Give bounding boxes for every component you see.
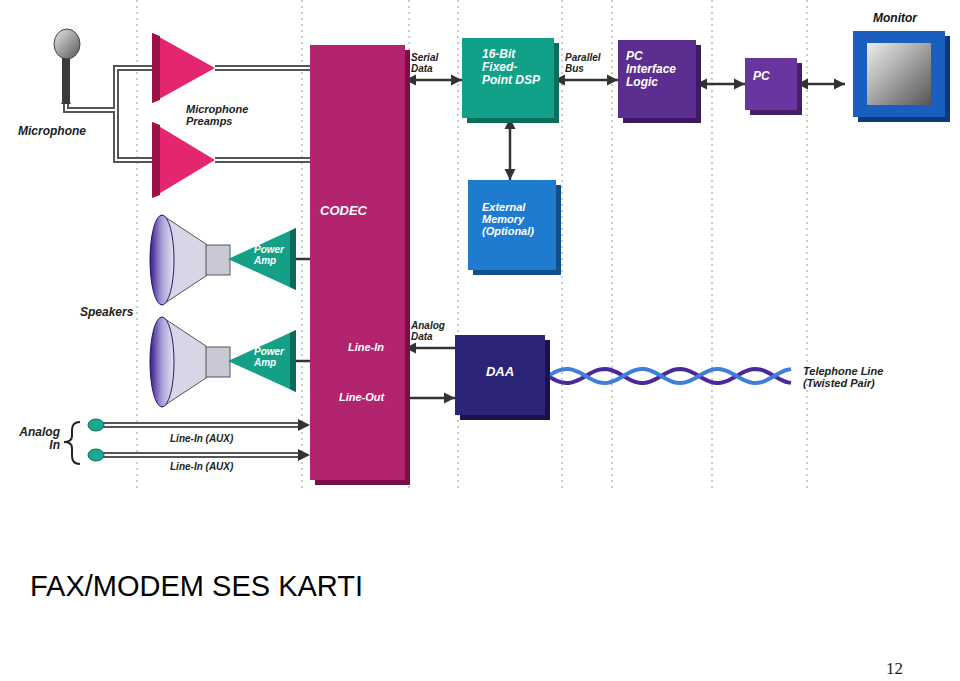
signal-label: Line-In (AUX)	[170, 433, 270, 444]
edge-label: Parallel Bus	[565, 52, 611, 74]
twisted-pair	[548, 369, 791, 383]
edge-label: Analog Data	[411, 320, 455, 342]
node-text: Power Amp	[254, 245, 294, 267]
connector-arrow	[696, 83, 745, 86]
monitor-block: Monitor	[845, 12, 945, 124]
node-text: CODEC	[320, 203, 367, 218]
node-text: Power Amp	[254, 347, 294, 369]
daa-block: DAA	[455, 335, 545, 415]
device-label: Speakers	[80, 306, 160, 319]
connector-arrow	[509, 118, 512, 180]
speaker-icon	[150, 215, 230, 407]
node-text: PC Interface Logic	[626, 50, 690, 89]
page-number: 12	[886, 660, 926, 679]
node-text: DAA	[459, 365, 541, 379]
connector-arrow	[405, 79, 462, 82]
twisted-wire	[548, 369, 791, 383]
device-label: Microphone Preamps	[186, 103, 270, 127]
monitor-screen	[853, 31, 945, 117]
codec-block: CODEC Line-InLine-Out	[310, 45, 405, 480]
twisted-wire	[548, 369, 791, 383]
connector-arrow	[296, 258, 310, 261]
triangle-fill	[228, 228, 296, 290]
node-text: External Memory (Optional)	[482, 202, 550, 238]
device-label: Analog In	[14, 426, 60, 452]
signal-label: Line-In (AUX)	[170, 461, 270, 472]
connector-arrow	[405, 347, 455, 350]
pc-block: PC	[745, 58, 797, 110]
interface-block: PC Interface Logic	[618, 40, 696, 118]
connector-arrow	[554, 79, 618, 82]
port-label: Line-In	[348, 341, 384, 353]
caption: FAX/MODEM SES KARTI	[30, 570, 363, 603]
device-label: Microphone	[18, 125, 118, 138]
triangle-side	[290, 228, 296, 290]
analog-in-jacks	[64, 419, 310, 464]
grid-lines	[137, 0, 807, 488]
monitor-glass	[867, 43, 931, 105]
triangle-side	[290, 330, 296, 392]
connector-arrow	[797, 83, 845, 86]
memory-block: External Memory (Optional)	[468, 180, 556, 270]
power-amp-triangle: Power Amp	[228, 330, 296, 392]
node-text: PC	[753, 70, 791, 83]
port-label: Line-Out	[339, 391, 384, 403]
connector-arrow	[296, 360, 310, 363]
power-amp-triangle: Power Amp	[228, 228, 296, 290]
connector-arrow	[405, 397, 455, 400]
microphone-icon	[54, 29, 80, 104]
node-text: Monitor	[853, 12, 945, 25]
dsp-block: 16-Bit Fixed-Point DSP	[462, 38, 554, 118]
node-text: 16-Bit Fixed-Point DSP	[482, 48, 546, 87]
edge-label: Serial Data	[411, 52, 455, 74]
device-label: Telephone Line (Twisted Pair)	[803, 365, 915, 389]
triangle-fill	[228, 330, 296, 392]
